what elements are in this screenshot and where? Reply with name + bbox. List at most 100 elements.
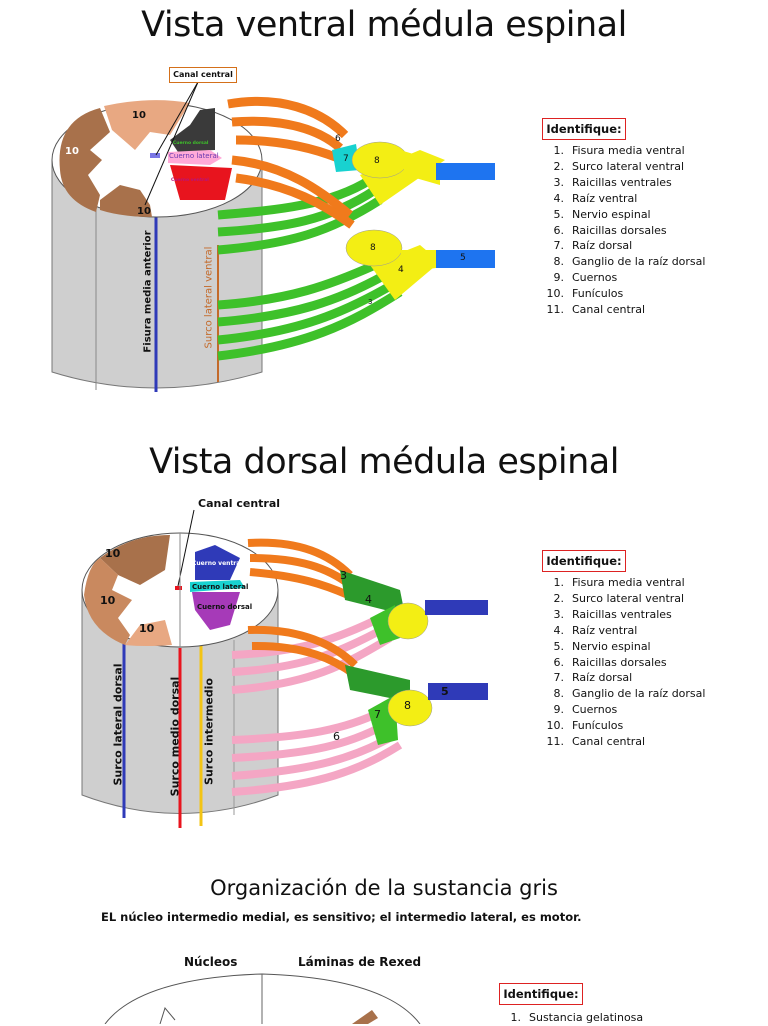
- nerve-join-lower: [400, 250, 436, 272]
- number-label: 10: [105, 547, 121, 560]
- sulcus-medio-dorsal-label: Surco medio dorsal: [168, 676, 182, 797]
- funiculus-top: [100, 535, 170, 585]
- spinal-nerve-upper: [436, 163, 495, 180]
- ventral-spinal-cord-diagram: [51, 81, 495, 392]
- ganglion-lower: [387, 689, 433, 727]
- horn-ventral-label: Cuerno ventral: [171, 178, 209, 183]
- identify-item: 3.Raicillas ventrales: [553, 175, 672, 189]
- identify-list: 1.Sustancia gelatinosa: [499, 1010, 644, 1026]
- canal-leader-line: [177, 509, 195, 587]
- number-label: 6: [335, 134, 341, 144]
- identify-heading: Identifique:: [499, 983, 583, 1005]
- root-lower-dark-green: [345, 665, 410, 702]
- column-heading-rexed: Láminas de Rexed: [298, 955, 422, 969]
- slide-title: Vista dorsal médula espinal: [149, 442, 619, 482]
- identify-item: 7.Raíz dorsal: [553, 671, 633, 685]
- number-label: 3: [340, 569, 347, 582]
- dorsal-spinal-cord-diagram: [81, 509, 488, 828]
- slide-dorsal-view: Vista dorsal médula espinal: [0, 440, 768, 850]
- horn-shape-right: [352, 1010, 378, 1024]
- identify-item: 2.Surco lateral ventral: [553, 591, 685, 605]
- canal-central-label: Canal central: [198, 497, 281, 510]
- identify-list: 1.Fisura media ventral 2.Surco lateral v…: [542, 143, 706, 318]
- identify-item: 11.Canal central: [546, 735, 646, 749]
- canal-marker: [150, 153, 160, 158]
- identify-item: 9.Cuernos: [553, 271, 618, 285]
- horn-ventral-label: Cuerno ventral: [192, 560, 243, 567]
- number-label: 7: [374, 708, 381, 721]
- number-label: 4: [365, 593, 372, 606]
- spinal-nerve-lower: [428, 683, 488, 700]
- horn-lateral-label: Cuerno lateral: [192, 583, 249, 591]
- identify-heading: Identifique:: [542, 550, 626, 572]
- identify-item: 2.Surco lateral ventral: [553, 159, 685, 173]
- slide-title: Organización de la sustancia gris: [210, 876, 558, 900]
- number-label: 6: [333, 730, 340, 743]
- identify-item: 6.Raicillas dorsales: [553, 223, 667, 237]
- root-junction-yellow-upper: [400, 150, 440, 185]
- identify-item: 9.Cuernos: [553, 703, 618, 717]
- horn-dorsal-label: Cuerno dorsal: [197, 603, 253, 611]
- slide-ventral-view: Vista ventral médula espinal: [0, 0, 768, 410]
- slide-note: EL núcleo intermedio medial, es sensitiv…: [101, 910, 582, 924]
- gray-matter-diagram: [104, 973, 421, 1024]
- identify-item: 11.Canal central: [546, 303, 646, 317]
- ganglion-upper: [351, 141, 409, 179]
- sulcus-lateral-dorsal-label: Surco lateral dorsal: [111, 663, 125, 786]
- canal-leader-line: [155, 81, 199, 156]
- number-label: 10: [132, 110, 146, 121]
- identify-item: 7.Raíz dorsal: [553, 239, 633, 253]
- number-label: 8: [404, 699, 411, 712]
- number-label: 3: [368, 298, 373, 306]
- horn-ventral-shape: [170, 165, 232, 200]
- horn-dorsal-label: Cuerno dorsal: [173, 141, 209, 146]
- number-label: 4: [398, 265, 404, 275]
- funiculus-left: [59, 108, 110, 212]
- number-label: 8: [374, 156, 380, 166]
- slide-title: Vista ventral médula espinal: [141, 5, 627, 45]
- number-label: 10: [139, 622, 155, 635]
- identify-item: 8.Ganglio de la raíz dorsal: [553, 255, 706, 269]
- spinal-nerve-lower: [436, 250, 495, 268]
- funiculus-top: [104, 100, 190, 150]
- number-label: 5: [460, 253, 466, 263]
- canal-central-label: Canal central: [169, 67, 237, 83]
- identify-item: 10.Funículos: [546, 287, 624, 301]
- horn-outline-left: [159, 1006, 176, 1024]
- number-label: 10: [137, 206, 151, 217]
- horn-dorsal-shape: [170, 108, 215, 152]
- root-upper-dark-green: [340, 570, 405, 615]
- identify-item: 5.Nervio espinal: [553, 207, 651, 221]
- sulcus-intermedio-label: Surco intermedio: [202, 678, 216, 785]
- rootlets-lower-orange: [231, 155, 355, 229]
- identify-item: 1.Fisura media ventral: [553, 576, 685, 589]
- identify-item: 1.Sustancia gelatinosa: [510, 1011, 644, 1024]
- horn-lateral-shape: [190, 580, 245, 592]
- column-heading-nuclei: Núcleos: [184, 955, 238, 969]
- horn-dorsal-shape: [192, 592, 240, 630]
- identify-item: 1.Fisura media ventral: [553, 144, 685, 157]
- number-label: 5: [441, 685, 449, 698]
- ganglion-upper: [387, 602, 429, 640]
- funiculus-left: [84, 558, 132, 645]
- identify-item: 4.Raíz ventral: [553, 623, 638, 637]
- identify-heading: Identifique:: [542, 118, 626, 140]
- canal-leader-line-2: [144, 81, 199, 206]
- number-label: 10: [65, 146, 79, 157]
- identify-list: 1.Fisura media ventral 2.Surco lateral v…: [542, 575, 706, 750]
- horn-lateral-label: Cuerno lateral: [169, 152, 219, 160]
- rootlets-upper-green: [217, 176, 383, 255]
- identify-item: 10.Funículos: [546, 719, 624, 733]
- identify-item: 6.Raicillas dorsales: [553, 655, 667, 669]
- horn-lateral-shape: [168, 150, 222, 165]
- spinal-nerve-upper: [425, 600, 488, 615]
- sulcus-label: Surco lateral ventral: [203, 246, 215, 349]
- identify-item: 3.Raicillas ventrales: [553, 607, 672, 621]
- number-label: 10: [100, 594, 116, 607]
- rootlets-lower-green: [217, 260, 403, 361]
- identify-item: 4.Raíz ventral: [553, 191, 638, 205]
- number-label: 8: [370, 243, 376, 253]
- identify-item: 5.Nervio espinal: [553, 639, 651, 653]
- rootlets-upper-orange: [227, 96, 349, 163]
- slide-gray-matter: Organización de la sustancia gris EL núc…: [0, 860, 768, 1024]
